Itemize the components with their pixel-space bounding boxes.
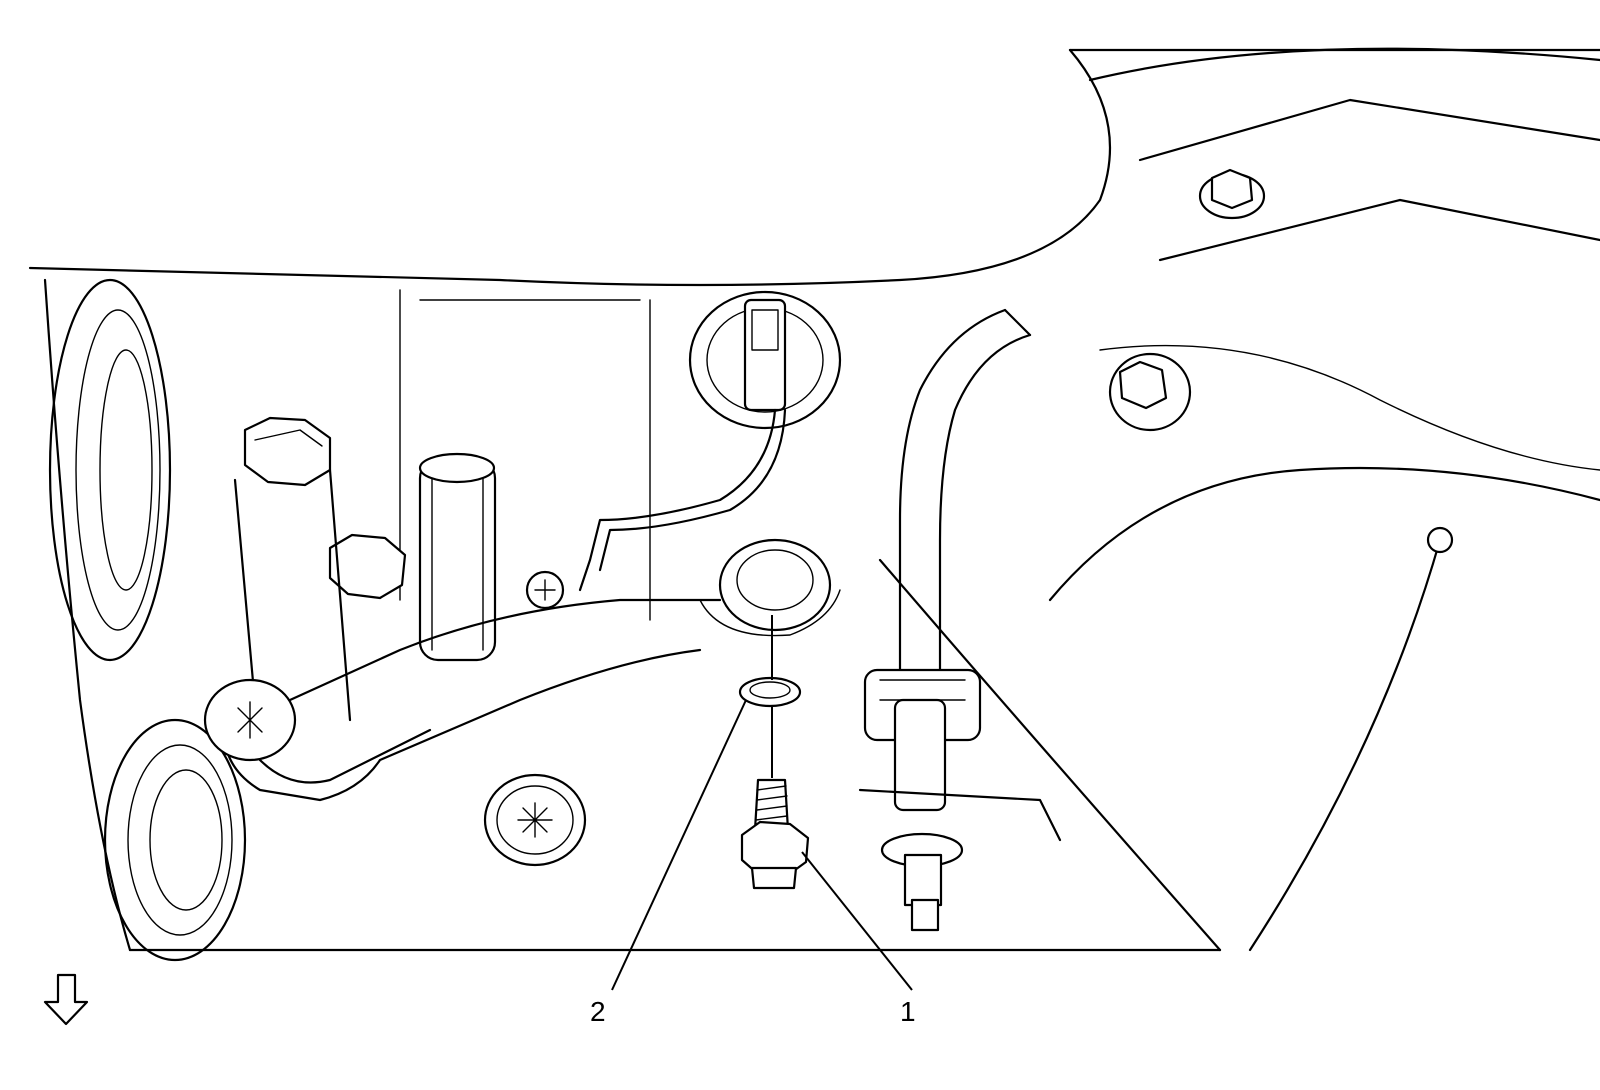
small-torx-bolt	[525, 570, 565, 610]
mount-bolt-hex	[243, 416, 332, 487]
heat-shield-bolt-lower	[1108, 352, 1192, 432]
callout-leader-2	[611, 699, 747, 991]
heat-shield-bolt-upper	[1198, 168, 1266, 220]
bracket-bolt-hex	[328, 533, 407, 600]
callout-leader-1	[801, 851, 913, 991]
heat-shield	[1048, 47, 1600, 952]
callout-label-2: 2	[590, 996, 606, 1027]
coolant-hose	[898, 308, 1032, 672]
right-sensor-assembly	[858, 668, 1062, 932]
sealing-washer	[738, 676, 802, 708]
sensor-bolt	[740, 778, 810, 890]
callout-label-1: 1	[900, 996, 916, 1027]
main-bracket-arm	[203, 598, 722, 802]
upper-sensor-connector	[578, 290, 842, 592]
torx-bolt-lower	[483, 773, 587, 867]
cylindrical-sensor	[418, 452, 497, 662]
engine-block-outline	[28, 48, 1600, 952]
sensor-port	[699, 538, 841, 637]
arrow-down-outline-icon	[43, 973, 89, 1026]
left-pulley	[48, 278, 172, 662]
lower-left-pulley	[103, 718, 247, 962]
